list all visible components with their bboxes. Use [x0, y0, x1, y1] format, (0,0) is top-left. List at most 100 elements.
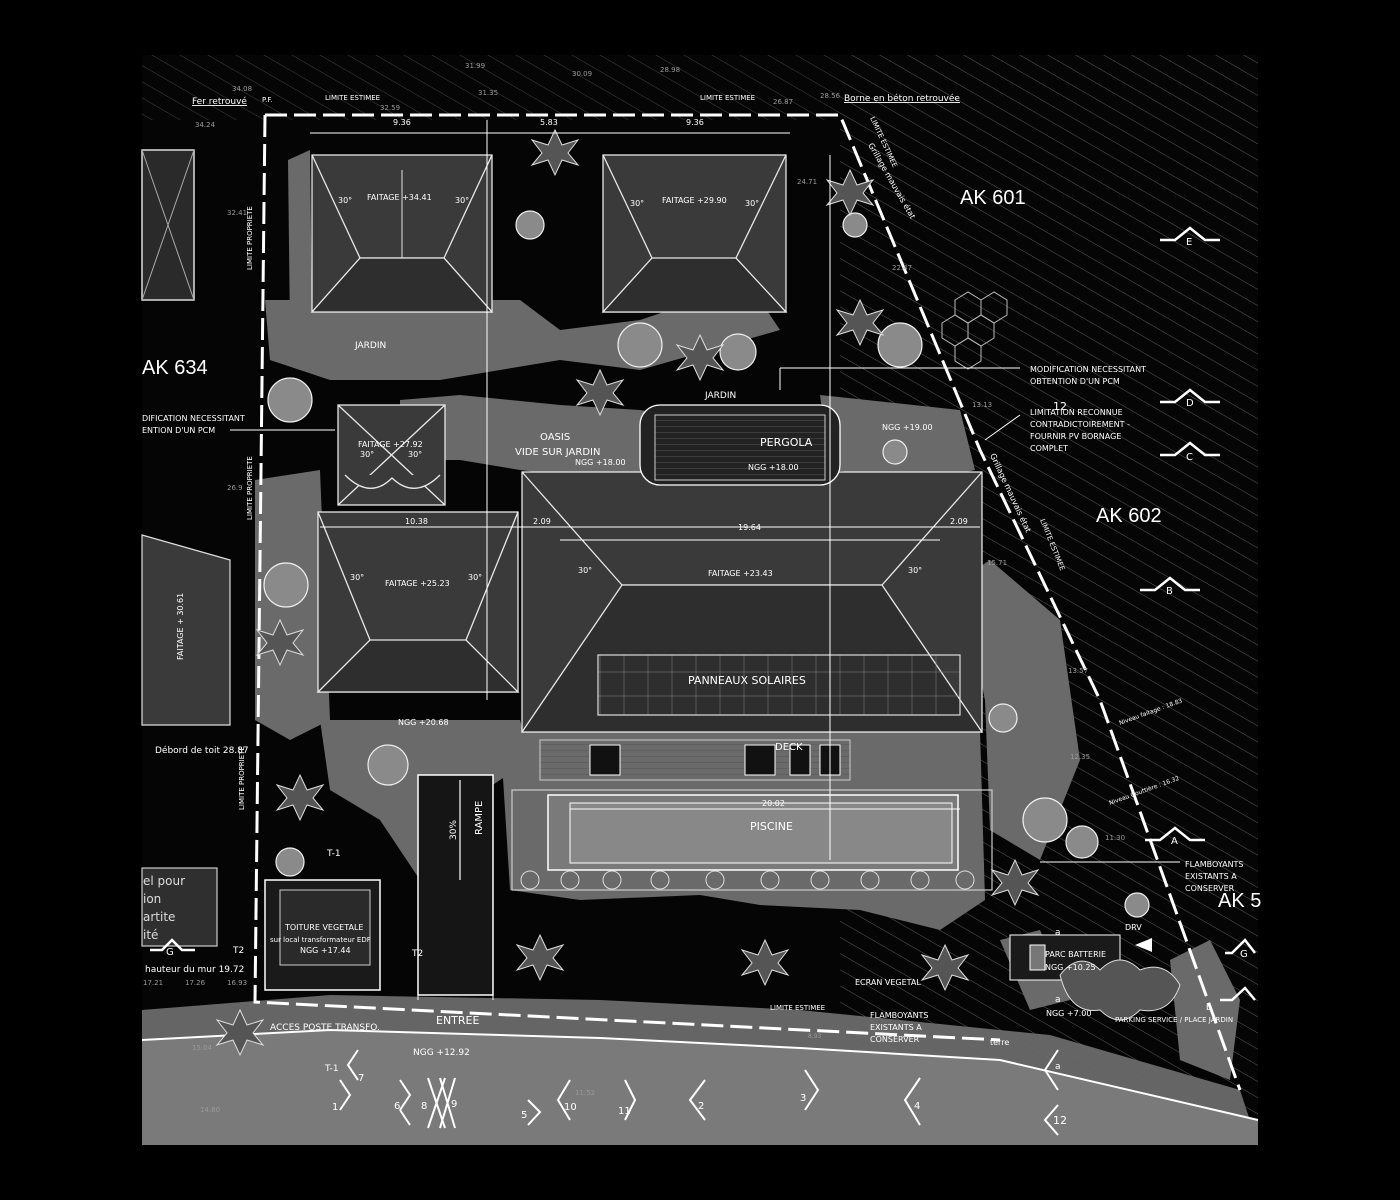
svg-text:G: G [1240, 949, 1248, 960]
svg-text:ion: ion [143, 892, 161, 906]
svg-text:12.35: 12.35 [1070, 753, 1090, 761]
section-letters: E D C B A G G [166, 237, 1248, 960]
battery-park [1009, 934, 1181, 1021]
svg-text:MODIFICATION NECESSITANT: MODIFICATION NECESSITANT [1030, 365, 1146, 374]
note-flamboyants-low: FLAMBOYANTS EXISTANTS A CONSERVER [870, 1011, 929, 1044]
deck-label: DECK [775, 742, 803, 753]
hexagon-pattern [941, 291, 1008, 370]
piscine-label: PISCINE [750, 820, 793, 833]
left-box-text: el pour ion artite ité [143, 874, 185, 942]
svg-text:28.98: 28.98 [660, 66, 680, 74]
svg-text:FLAMBOYANTS: FLAMBOYANTS [870, 1011, 929, 1020]
pf-label: P.F. [262, 96, 272, 104]
svg-text:artite: artite [143, 910, 175, 924]
limite-propriete-1: LIMITE PROPRIETE [246, 206, 254, 270]
borne-label: Borne en béton retrouvée [844, 93, 960, 104]
svg-text:15.71: 15.71 [987, 559, 1007, 567]
svg-text:EXISTANTS A: EXISTANTS A [1185, 872, 1237, 881]
svg-text:26.9: 26.9 [227, 484, 243, 492]
svg-text:14.80: 14.80 [200, 1106, 220, 1114]
svg-text:17.26: 17.26 [185, 979, 206, 987]
topo-hatching-upper [142, 55, 840, 120]
svg-text:T-1: T-1 [326, 849, 341, 859]
svg-text:8.93: 8.93 [808, 1033, 822, 1040]
faitage-4: FAITAGE +25.23 [385, 579, 450, 588]
svg-text:12: 12 [1053, 1114, 1067, 1127]
svg-text:5.83: 5.83 [540, 118, 558, 127]
svg-text:11.30: 11.30 [1105, 834, 1125, 842]
spot-heights: 34.08 31.99 31.35 30.09 28.98 28.56 32.5… [143, 62, 1125, 1114]
svg-text:a: a [1055, 1062, 1061, 1072]
faitage-1: FAITAGE +34.41 [367, 193, 432, 202]
jardin-label-2: JARDIN [704, 391, 736, 401]
local-transfo-label: sur local transformateur EDF [270, 936, 371, 944]
entree-label: ENTREE [436, 1014, 479, 1027]
road-edge [141, 1028, 1259, 1121]
svg-text:30.09: 30.09 [572, 70, 592, 78]
chevron-markers [339, 1049, 1059, 1136]
toiture-vegetale-label: TOITURE VEGETALE [284, 923, 363, 932]
ngg-1: NGG +18.00 [575, 458, 626, 467]
svg-text:9.36: 9.36 [393, 118, 411, 127]
faitage-6: FAITAGE + 30.61 [176, 593, 185, 660]
svg-text:30°: 30° [408, 450, 422, 459]
palms [215, 128, 1040, 1057]
svg-text:DIFICATION NECESSITANT: DIFICATION NECESSITANT [142, 414, 245, 423]
limite-estimee-low: LIMITE ESTIMEE [770, 1004, 825, 1012]
dimension-values: 9.36 5.83 9.36 10.38 2.09 19.64 2.09 20.… [393, 118, 968, 808]
svg-text:15.04: 15.04 [192, 1044, 213, 1052]
svg-text:FOURNIR PV BORNAGE: FOURNIR PV BORNAGE [1030, 432, 1121, 441]
svg-text:3: 3 [800, 1093, 806, 1104]
section-marks [150, 226, 1256, 1002]
jardin-label-1: JARDIN [354, 341, 386, 351]
acces-poste-label: ACCES POSTE TRANSFO. [270, 1023, 380, 1033]
svg-text:D: D [1186, 398, 1194, 409]
debord-toit-label: Débord de toit 28.87 [155, 745, 249, 756]
svg-text:FLAMBOYANTS: FLAMBOYANTS [1185, 860, 1244, 869]
ngg-8: NGG +7.00 [1046, 1009, 1091, 1018]
panneaux-solaires-label: PANNEAUX SOLAIRES [688, 674, 806, 687]
svg-text:32.41: 32.41 [227, 209, 247, 217]
svg-text:8: 8 [421, 1101, 427, 1112]
svg-text:13.13: 13.13 [972, 401, 992, 409]
svg-text:20.02: 20.02 [762, 799, 785, 808]
deck-pool [511, 739, 993, 891]
svg-text:COMPLET: COMPLET [1030, 444, 1068, 453]
svg-text:10.38: 10.38 [405, 517, 428, 526]
marker-labels: T-1 T-1 T2 T2 1 7 6 8 9 5 10 11 2 3 4 12… [232, 400, 1212, 1127]
svg-text:19.64: 19.64 [738, 523, 761, 532]
svg-text:30°: 30° [578, 566, 592, 575]
drv-label: DRV [1125, 923, 1142, 932]
svg-text:ité: ité [143, 928, 158, 942]
note-contradictoire: LIMITATION RECONNUE CONTRADICTOIREMENT -… [1030, 408, 1130, 453]
svg-text:24.71: 24.71 [797, 178, 817, 186]
svg-text:34.08: 34.08 [232, 85, 252, 93]
vide-sur-jardin-label: VIDE SUR JARDIN [515, 447, 600, 458]
dimension-lines [310, 120, 980, 860]
pergola [639, 404, 841, 486]
svg-text:B: B [1166, 586, 1173, 597]
svg-text:28.56: 28.56 [820, 92, 841, 100]
parcel-ak602: AK 602 [1096, 505, 1162, 527]
svg-text:11: 11 [618, 1106, 631, 1117]
ngg-2: NGG +19.00 [882, 423, 933, 432]
pointer-lines [230, 367, 1180, 863]
svg-text:30°: 30° [455, 196, 469, 205]
roof-1 [310, 154, 494, 313]
roof-2 [601, 154, 788, 313]
hauteur-mur-label: hauteur du mur 19.72 [145, 965, 244, 975]
svg-text:22.47: 22.47 [892, 264, 912, 272]
ngg-5: NGG +17.44 [300, 946, 351, 955]
fer-retrouve-label: Fer retrouvé [192, 96, 247, 107]
faitage-3: FAITAGE +27.92 [358, 440, 423, 449]
svg-text:12: 12 [1053, 400, 1067, 413]
ngg-4: NGG +20.68 [398, 718, 449, 727]
roof-3 [337, 404, 446, 506]
rampe-label: RAMPE [474, 801, 485, 835]
note-pcm-left: DIFICATION NECESSITANT ENTION D'UN PCM [142, 414, 245, 435]
neighbour-buildings [141, 149, 231, 947]
roof-4 [316, 511, 520, 693]
ramp [417, 774, 494, 1000]
limite-propriete-3: LIMITE PROPRIETE [238, 746, 246, 810]
svg-text:30°: 30° [908, 566, 922, 575]
